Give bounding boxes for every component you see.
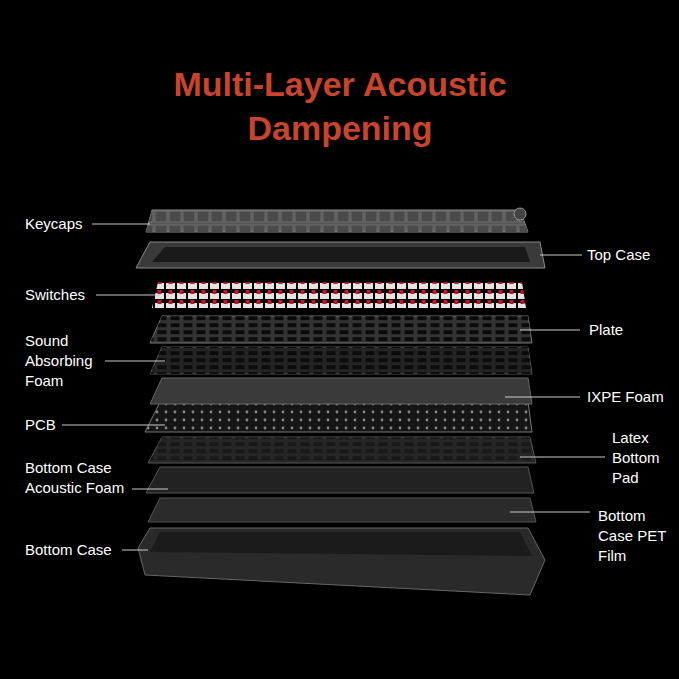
leader-line bbox=[122, 550, 148, 551]
part-label: Bottom Case PET Film bbox=[598, 506, 676, 566]
part-label: Sound Absorbing Foam bbox=[25, 331, 105, 391]
part-label: Keycaps bbox=[25, 214, 95, 234]
bottom-case bbox=[138, 528, 545, 595]
top-case-opening bbox=[152, 247, 530, 262]
bottom-acoustic-foam bbox=[146, 467, 534, 493]
plate bbox=[150, 316, 532, 343]
top-case bbox=[136, 242, 545, 268]
part-label: PCB bbox=[25, 415, 65, 435]
pcb-pads bbox=[145, 402, 532, 432]
leader-line bbox=[510, 512, 590, 513]
sound-foam bbox=[150, 347, 532, 374]
title: Multi-Layer Acoustic Dampening bbox=[155, 62, 525, 150]
part-label: Switches bbox=[25, 285, 100, 305]
plate-cutouts bbox=[150, 316, 532, 343]
keycaps bbox=[146, 210, 528, 232]
leader-lines bbox=[62, 224, 605, 550]
part-label: Top Case bbox=[587, 245, 677, 265]
part-label: Plate bbox=[589, 320, 669, 340]
leader-line bbox=[520, 457, 605, 458]
keycap-rows bbox=[146, 210, 528, 232]
bottom-case-inner bbox=[150, 532, 532, 556]
leader-line bbox=[540, 255, 582, 256]
part-label: Bottom Case bbox=[25, 540, 125, 560]
pcb bbox=[145, 402, 532, 432]
leader-line bbox=[62, 425, 165, 426]
pet-film bbox=[148, 498, 536, 522]
leader-line bbox=[92, 224, 150, 225]
part-label: Latex Bottom Pad bbox=[612, 428, 672, 488]
part-label: IXPE Foam bbox=[587, 387, 677, 407]
leader-line bbox=[132, 489, 168, 490]
leader-line bbox=[96, 295, 160, 296]
latex-pad-texture bbox=[148, 437, 536, 463]
knob bbox=[514, 208, 526, 220]
switches bbox=[152, 282, 526, 308]
latex-pad bbox=[148, 437, 536, 463]
leader-line bbox=[105, 361, 165, 362]
ixpe-foam bbox=[150, 378, 532, 404]
sound-foam-holes bbox=[150, 347, 532, 374]
leader-line bbox=[505, 397, 580, 398]
part-label: Bottom Case Acoustic Foam bbox=[25, 458, 130, 498]
leader-line bbox=[520, 330, 580, 331]
